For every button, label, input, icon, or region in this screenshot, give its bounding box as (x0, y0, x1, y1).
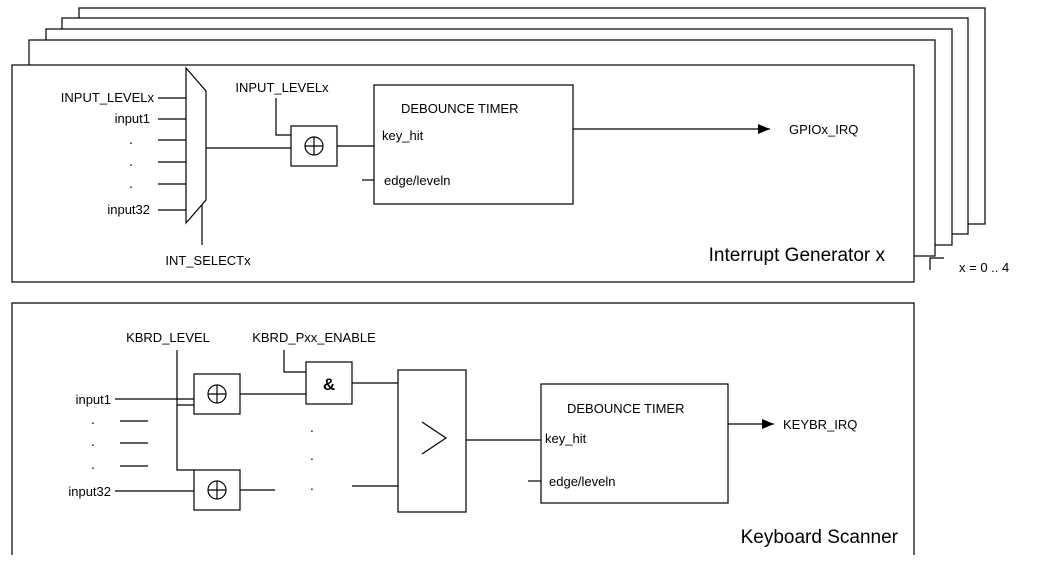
xor-gate (275, 98, 374, 167)
mux-dot-3: . (129, 175, 133, 191)
mux-dot-1: . (129, 131, 133, 147)
stack-note-bracket (929, 257, 944, 270)
mux-input1-label: input1 (115, 111, 150, 126)
keybr-irq-label: KEYBR_IRQ (783, 417, 857, 432)
kbrd-input-dot-1: . (91, 411, 95, 427)
kbrd-input-dot-3: . (91, 456, 95, 472)
debounce-timer-1-box (373, 84, 574, 205)
debounce-timer-1-edge-level: edge/leveln (384, 173, 451, 188)
stack-note: x = 0 .. 4 (959, 260, 1009, 275)
kbrd-enable-label: KBRD_Pxx_ENABLE (252, 330, 376, 345)
debounce-timer-1-title: DEBOUNCE TIMER (401, 101, 519, 116)
debounce-timer-2-title: DEBOUNCE TIMER (567, 401, 685, 416)
kbrd-level-label: KBRD_LEVEL (126, 330, 210, 345)
keyboard-scanner (11, 302, 915, 555)
xor-level-label: INPUT_LEVELx (235, 80, 329, 95)
kbrd-mid-dot-1: . (310, 419, 314, 435)
kbrd-input-dot-2: . (91, 433, 95, 449)
kbrd-mid-dot-3: . (310, 477, 314, 493)
mux-select-label: INT_SELECTx (165, 253, 251, 268)
debounce-timer-2-edge-level: edge/leveln (549, 474, 616, 489)
mux-dot-2: . (129, 153, 133, 169)
input-mux (158, 66, 291, 245)
mux-body (185, 66, 207, 225)
comparator-symbol (421, 421, 448, 455)
comparator-box (397, 369, 467, 513)
gpio-irq-label: GPIOx_IRQ (789, 122, 858, 137)
debounce-timer-1 (362, 84, 770, 205)
and-gate-symbol: & (323, 375, 335, 394)
debounce-timer-2-key-hit: key_hit (545, 431, 587, 446)
kbrd-input32-label: input32 (68, 484, 111, 499)
mux-input32-label: input32 (107, 202, 150, 217)
keyboard-scanner-title: Keyboard Scanner (741, 527, 899, 548)
mux-input-level-label: INPUT_LEVELx (61, 90, 155, 105)
kbrd-input1-label: input1 (76, 392, 111, 407)
kbrd-enable-line (283, 350, 306, 373)
interrupt-generator-title: Interrupt Generator x (709, 245, 886, 266)
kbrd-xor-bottom (193, 469, 241, 511)
debounce-timer-2-box (540, 383, 729, 504)
kbrd-level-line (176, 350, 194, 471)
debounce-timer-1-key-hit: key_hit (382, 128, 424, 143)
keyboard-scanner-frame (11, 302, 915, 555)
kbrd-mid-dot-2: . (310, 447, 314, 463)
xor-level-line (275, 98, 291, 136)
